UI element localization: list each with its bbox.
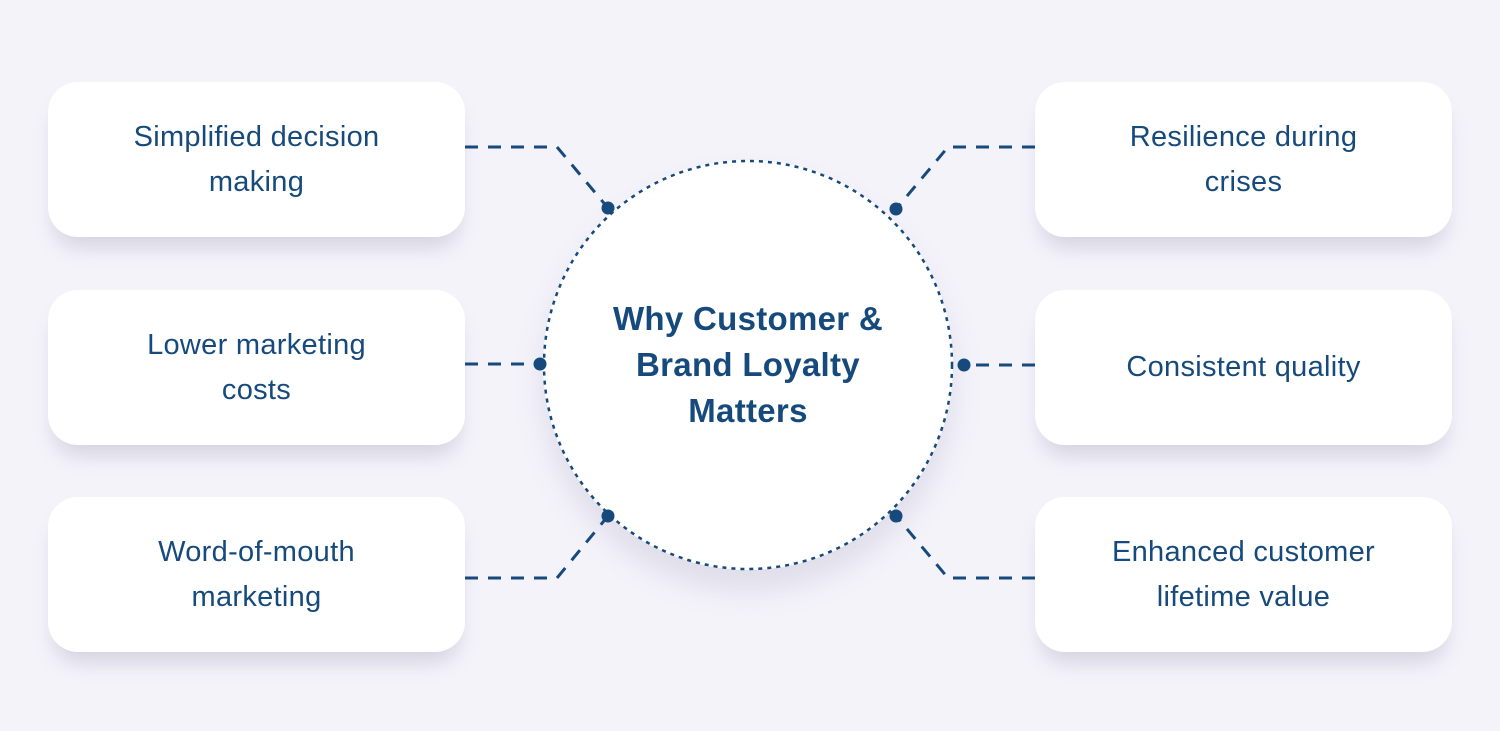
node-simplified-decision-making: Simplified decision making xyxy=(48,82,465,237)
connector-dot-left-top xyxy=(601,201,615,215)
center-title-line: Brand Loyalty xyxy=(636,346,860,383)
connector-dot-right-mid xyxy=(957,358,971,372)
node-label-line: costs xyxy=(221,373,292,406)
node-resilience-during-crises: Resilience during crises xyxy=(1035,82,1452,237)
connector-dot-left-mid xyxy=(533,357,547,371)
node-label-line: crises xyxy=(1204,165,1283,198)
node-label-line: Lower marketing xyxy=(147,328,366,361)
connector-dot-left-bottom xyxy=(601,509,615,523)
node-label-line: making xyxy=(208,165,305,198)
node-consistent-quality: Consistent quality xyxy=(1035,290,1452,445)
node-word-of-mouth-marketing: Word-of-mouth marketing xyxy=(48,497,465,652)
node-label-line: Simplified decision xyxy=(133,120,380,153)
node-label-line: marketing xyxy=(191,580,322,613)
connector-dot-right-bottom xyxy=(889,509,903,523)
node-label-line: Word-of-mouth xyxy=(158,535,355,568)
center-title-line: Why Customer & xyxy=(612,300,884,337)
connector-right-bottom xyxy=(895,516,1035,580)
node-label-line: Consistent quality xyxy=(1126,351,1361,383)
connector-dot-right-top xyxy=(889,202,903,216)
node-lower-marketing-costs: Lower marketing costs xyxy=(48,290,465,445)
node-label-line: lifetime value xyxy=(1156,580,1331,613)
center-title-line: Matters xyxy=(688,392,808,429)
center-circle xyxy=(543,160,953,570)
connector-left-bottom xyxy=(465,515,610,580)
node-label-line: Resilience during xyxy=(1129,120,1358,153)
connector-right-top xyxy=(895,145,1035,209)
node-enhanced-customer-lifetime-value: Enhanced customer lifetime value xyxy=(1035,497,1452,652)
node-label-line: Enhanced customer xyxy=(1111,535,1376,568)
connector-left-top xyxy=(465,145,610,209)
center-title: Why Customer & Brand Loyalty Matters xyxy=(568,296,928,434)
